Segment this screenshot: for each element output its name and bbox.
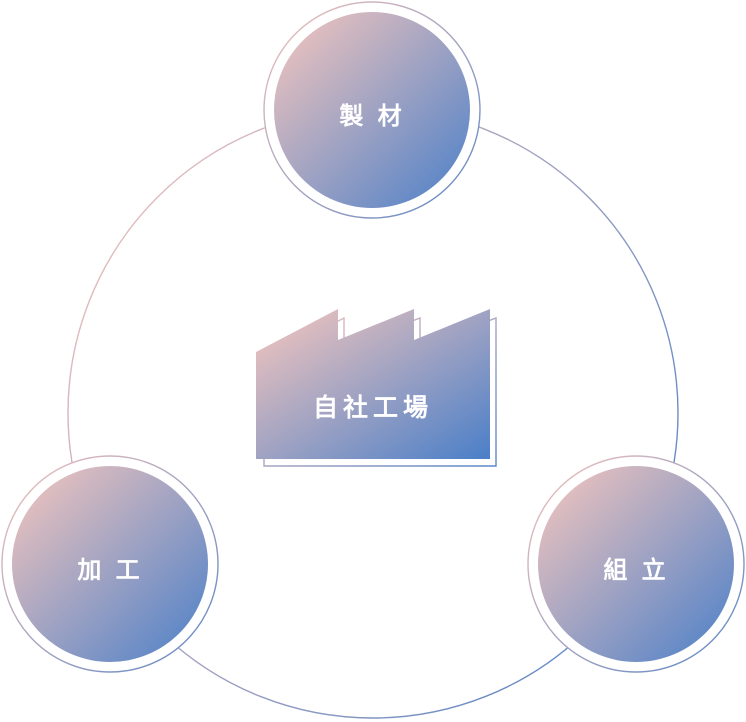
node-left-label: 加 工 (77, 556, 142, 584)
node-left: 加 工 (1, 455, 219, 673)
node-top-disc (274, 12, 470, 208)
center-label: 自社工場 (313, 393, 433, 422)
node-top-label: 製 材 (339, 102, 404, 130)
node-right-label: 組 立 (603, 556, 668, 584)
node-right: 組 立 (527, 455, 745, 673)
factory-icon (256, 309, 497, 467)
node-left-disc (12, 466, 208, 662)
node-top: 製 材 (263, 1, 481, 219)
node-right-disc (538, 466, 734, 662)
